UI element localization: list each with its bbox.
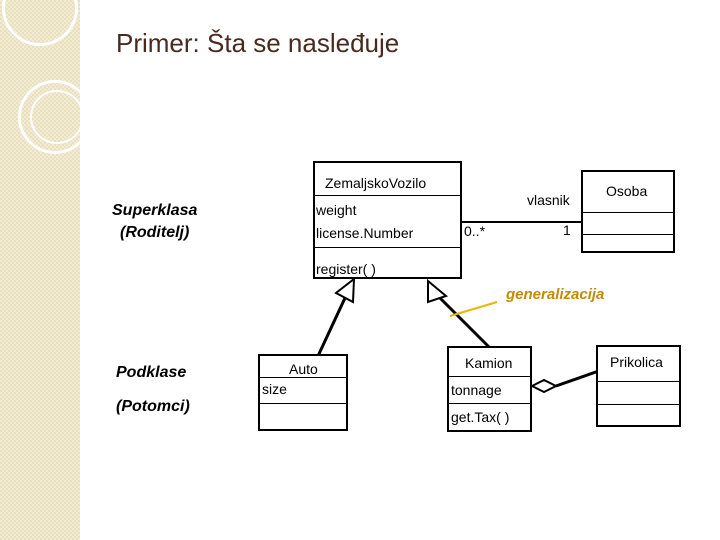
- class-attribute: weight: [316, 202, 357, 218]
- class-divider: [583, 234, 673, 235]
- class-divider: [598, 404, 679, 405]
- class-name: Auto: [289, 361, 318, 377]
- class-divider: [449, 403, 530, 404]
- generalization-label: generalizacija: [506, 286, 605, 303]
- decorative-circle: [30, 90, 84, 144]
- generalization-pointer: [449, 301, 498, 317]
- class-kamion: [447, 346, 532, 432]
- generalization-line-kamion: [438, 296, 492, 350]
- class-divider: [315, 247, 460, 248]
- aggregation-diamond: [529, 378, 559, 394]
- class-name: Kamion: [465, 355, 513, 371]
- class-divider: [260, 377, 346, 378]
- class-name: Osoba: [606, 183, 648, 199]
- class-operation: get.Tax( ): [451, 409, 510, 425]
- subclasses-label: Podklase: [116, 364, 187, 381]
- class-auto: [258, 354, 348, 431]
- slide-title: Primer: Šta se nasleđuje: [116, 28, 400, 58]
- superclass-label: Superklasa: [112, 202, 198, 219]
- generalization-line-auto: [316, 297, 347, 357]
- class-attribute: size: [262, 381, 287, 397]
- class-name: ZemaljskoVozilo: [325, 175, 427, 191]
- generalization-arrowhead-auto: [334, 276, 356, 304]
- class-attribute: license.Number: [316, 225, 414, 241]
- class-divider: [315, 195, 460, 196]
- class-attribute: tonnage: [451, 382, 502, 398]
- class-divider: [449, 376, 530, 377]
- class-operation: register( ): [316, 261, 376, 277]
- multiplicity-owner: 1: [563, 222, 571, 238]
- decorative-circle: [18, 80, 92, 154]
- class-divider: [260, 403, 346, 404]
- class-prikolica: [596, 345, 681, 427]
- class-osoba: [581, 170, 675, 253]
- class-name: Prikolica: [610, 354, 663, 370]
- multiplicity-vehicle: 0..*: [464, 223, 486, 239]
- decorative-side-pattern: [0, 0, 92, 540]
- class-divider: [583, 212, 673, 213]
- generalization-arrowhead-kamion: [427, 278, 449, 304]
- association-role: vlasnik: [527, 192, 570, 208]
- class-zemaljsko-vozilo: [313, 161, 462, 279]
- class-divider: [598, 381, 679, 382]
- superclass-sublabel: (Roditelj): [120, 224, 190, 241]
- subclasses-sublabel: (Potomci): [116, 398, 190, 415]
